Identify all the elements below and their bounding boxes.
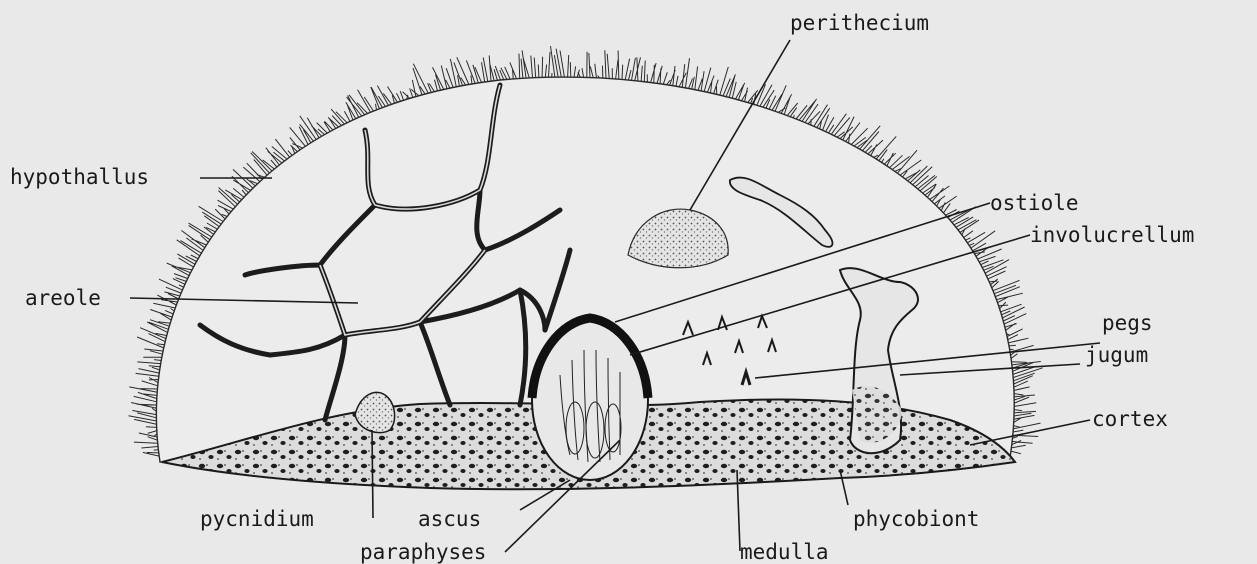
label-jugum: jugum [1085, 343, 1148, 367]
label-ostiole: ostiole [990, 191, 1079, 215]
label-areole: areole [25, 286, 101, 310]
label-phycobiont: phycobiont [853, 507, 979, 531]
label-pycnidium: pycnidium [200, 507, 314, 531]
label-cortex: cortex [1092, 407, 1168, 431]
label-ascus: ascus [418, 507, 481, 531]
label-perithecium: perithecium [790, 11, 929, 35]
label-pegs: pegs [1102, 311, 1153, 335]
label-paraphyses: paraphyses [360, 540, 486, 564]
perithecium-section [532, 318, 648, 480]
label-medulla: medulla [740, 540, 829, 564]
label-involucrellum: involucrellum [1030, 223, 1194, 247]
label-hypothallus: hypothallus [10, 165, 149, 189]
